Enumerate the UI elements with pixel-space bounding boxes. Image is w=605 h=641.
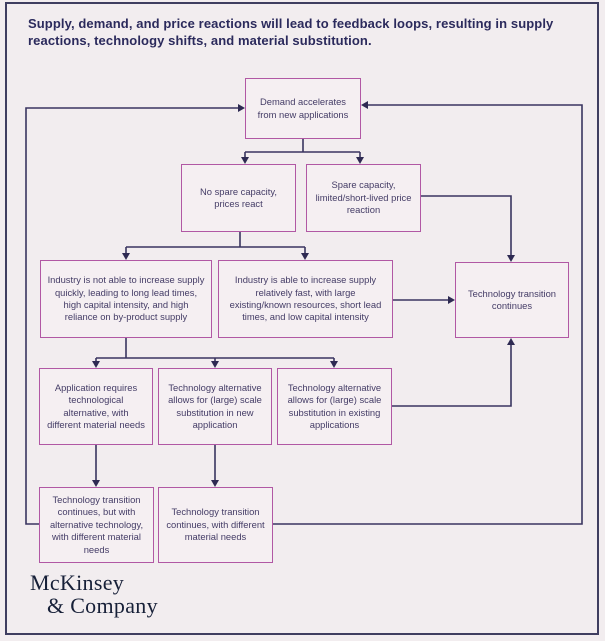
node-label: Technology transition continues, with di… [166,506,265,543]
node-transition-alternative-technology: Technology transition continues, but wit… [39,487,154,563]
node-label: Industry is not able to increase supply … [47,274,205,323]
node-label: Spare capacity, limited/short-lived pric… [315,179,412,216]
node-industry-able: Industry is able to increase supply rela… [218,260,393,338]
node-technology-transition-continues: Technology transition continues [455,262,569,338]
node-label: Application requires technological alter… [47,381,145,430]
node-label: Technology alternative allows for (large… [168,381,262,430]
node-label: Technology transition continues [467,287,557,311]
node-demand-accelerates: Demand accelerates from new applications [245,78,361,139]
node-label: Technology transition continues, but wit… [49,493,144,555]
node-label: Industry is able to increase supply rela… [229,274,382,323]
page-title: Supply, demand, and price reactions will… [28,16,554,49]
node-industry-not-able: Industry is not able to increase supply … [40,260,212,338]
node-label: Demand accelerates from new applications [257,96,349,120]
logo-line-2: & Company [47,593,158,619]
node-transition-different-materials: Technology transition continues, with di… [158,487,273,563]
node-spare-capacity: Spare capacity, limited/short-lived pric… [306,164,421,232]
node-tech-alternative-existing-applications: Technology alternative allows for (large… [277,368,392,445]
node-label: No spare capacity, prices react [200,185,277,209]
mckinsey-logo: McKinsey & Company [30,571,158,617]
node-tech-alternative-new-application: Technology alternative allows for (large… [158,368,272,445]
node-no-spare-capacity: No spare capacity, prices react [181,164,296,232]
node-application-requires-alternative: Application requires technological alter… [39,368,153,445]
node-label: Technology alternative allows for (large… [287,381,382,430]
logo-line-1: McKinsey [30,570,125,595]
